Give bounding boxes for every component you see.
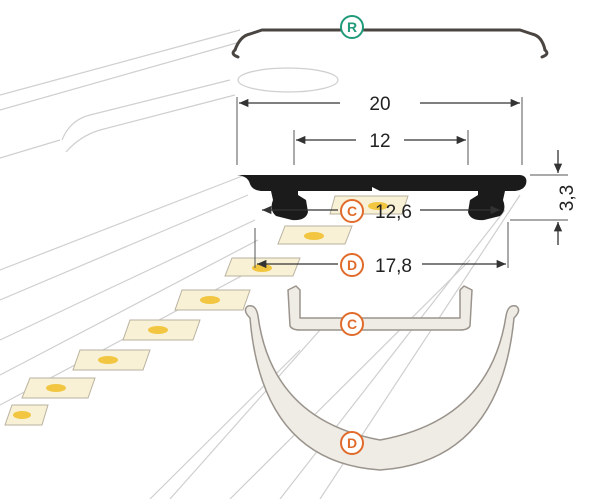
dimension-height: 3,3: [510, 150, 578, 245]
dim-label-outer-width: 20: [369, 94, 390, 115]
led-chip: [4, 404, 49, 426]
badge-d-upper: D: [340, 253, 364, 277]
svg-text:C: C: [347, 316, 357, 332]
dim-label-inner-width: 12: [369, 131, 390, 152]
led-chip: [72, 349, 151, 371]
ghost-cover-extrusion: [61, 67, 339, 153]
badge-d-cover: D: [340, 431, 364, 455]
dimension-outer-width: 20: [236, 94, 523, 165]
badge-r: R: [340, 15, 364, 39]
badge-c-upper: C: [340, 199, 364, 223]
dim-label-cover-d: 17,8: [375, 256, 412, 277]
dimension-inner-width: 12: [293, 130, 469, 165]
led-strip: [4, 195, 409, 426]
led-chip: [122, 319, 201, 341]
cover-c-profile: [287, 285, 473, 331]
led-chip: [224, 257, 301, 277]
aluminium-profile: [237, 175, 527, 221]
cover-r-hook-left: [231, 48, 240, 59]
led-chip: [277, 225, 353, 245]
cover-r-hook-right: [540, 48, 549, 59]
svg-text:R: R: [347, 19, 357, 35]
badge-c-cover: C: [340, 312, 364, 336]
svg-text:C: C: [347, 203, 357, 219]
svg-text:D: D: [347, 257, 357, 273]
dim-label-cover-c: 12,6: [375, 202, 412, 223]
svg-text:D: D: [347, 435, 357, 451]
cover-r-profile: [233, 28, 547, 52]
led-chip: [174, 289, 251, 311]
cover-d-profile: [244, 304, 520, 471]
dimension-cover-d: [254, 222, 509, 269]
dim-label-height: 3,3: [557, 185, 578, 211]
led-chip: [21, 377, 96, 399]
